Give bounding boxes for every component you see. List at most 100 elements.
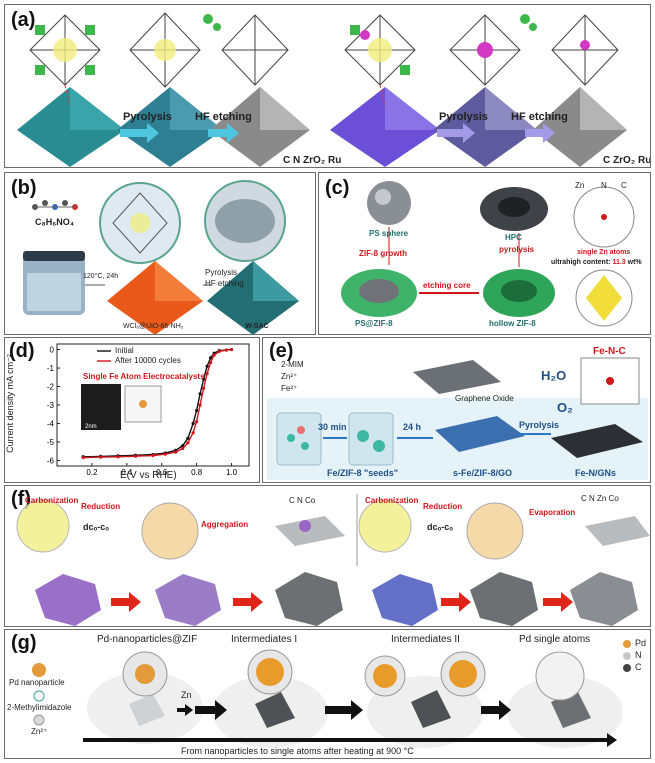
panel-a-artwork [17,12,627,167]
hpc-particle [480,187,548,231]
arrow-pyrolysis-1 [120,123,159,143]
polyhedron-gray-3 [570,572,638,626]
panel-letter-f: (f) [11,488,31,510]
chart-xlabel: E(V vs RHE) [120,470,177,481]
reduction-2: Reduction [423,502,463,511]
aggregation: Aggregation [201,520,249,529]
series-point-1 [186,436,190,440]
zoom-circle-graphene-c [573,186,635,248]
fegn-label: Fe-N/GNs [575,468,617,478]
title-pd-single-atoms: Pd single atoms [519,634,591,645]
x-tick-label: 1.0 [226,468,238,477]
zif-zoom-2 [141,502,199,560]
zoom-circle-mof [99,182,181,264]
fenc-label: Fe-N-C [593,346,626,357]
series-point-2 [181,446,185,451]
panel-letter-g: (g) [11,632,37,654]
arrow-hf-2 [525,123,555,143]
content-prefix: ultrahigh content: [551,259,613,266]
linker-molecule [32,200,78,210]
panel-b: (b) C₈H₆NO₄ 120 [4,172,316,335]
legend-c-dot [623,664,631,672]
legend-g-n: N [635,650,642,660]
series-point-2 [99,455,103,459]
scale-label: 2nm [85,424,97,430]
zif-zoom-3 [358,499,412,553]
label-pd-np: Pd nanoparticle [9,678,65,687]
go-label: Graphene Oxide [455,394,514,403]
series-point-2 [133,454,138,458]
chart-ylabel: Current density mA cm⁻² [4,354,15,453]
zn-ion-icon [33,714,45,726]
pyrolysis-e-label: Pyrolysis [519,420,560,430]
series-point-2 [198,403,202,407]
label-zn2: Zn²⁺ [31,727,48,736]
ps-sphere [367,181,411,225]
arrow-f-1 [111,592,141,612]
zoom-circle-zif [575,269,633,327]
arrow-label-hf-1: HF etching [195,111,252,123]
arrow-g-3 [481,700,511,720]
dcoco-1: dᴄₒ-ᴄₒ [83,522,109,532]
legend-initial: Initial [115,346,134,355]
graphene-sheet-2 [585,516,650,546]
legend-pd-dot [623,640,631,648]
polyhedron-purple-2 [155,574,221,626]
hpc-label: HPC [505,233,522,242]
framework-sketch-5 [449,14,537,86]
legend-a-left: C N ZrO₂ Ru [283,155,342,166]
teal-octahedron-pyrolyzed [117,87,223,167]
ps-zif8-ring [341,269,417,317]
y-tick-label: -4 [47,419,55,428]
time-24h: 24 h [403,422,422,432]
series-point-2 [81,456,85,460]
orange-octahedron [107,261,203,334]
evaporation: Evaporation [529,508,576,517]
mof-label: WCl₆@UiO-66-NH₂ [123,323,184,330]
series-point-1 [202,377,206,381]
series-point-2 [202,386,206,390]
panel-b-artwork [23,180,299,334]
legend-zn: Zn²⁺ [281,372,298,381]
series-point-2 [186,441,190,445]
arrow-label-pyrolysis-2: Pyrolysis [439,111,488,123]
seeds-label: Fe/ZIF-8 "seeds" [327,468,399,478]
x-tick-label: 0.6 [156,468,168,477]
arrow-label-pyrolysis-1: Pyrolysis [123,111,172,123]
etch-label: etching core [423,281,471,290]
y-tick-label: -6 [47,456,55,465]
legend-a-right: C ZrO₂ Ru [603,155,651,166]
arrow-pyrolysis-2 [437,123,475,143]
step-pyrolysis: Pyrolysis [205,268,238,277]
legend-2mim: 2-MIM [281,360,304,369]
y-tick-label: -3 [47,401,55,410]
x-tick-label: 0.4 [121,468,133,477]
content-label: ultrahigh content: 11.3 wt% [551,259,642,266]
legend-f-2: C N Zn Co [581,494,619,503]
panel-c: (c) Zn N C PS sphere ZIF-8 growth HPC py… [318,172,651,335]
carbonization-2: Carbonization [365,496,419,505]
zif-zoom-4 [466,502,524,560]
framework-sketch-3 [221,14,289,86]
ps-label: PS sphere [369,229,409,238]
zif-zoom-1 [16,499,70,553]
content-value: 11.3 [612,259,626,266]
framework-sketch-2 [129,12,221,88]
cube-3 [507,651,623,748]
arrow-g-1 [195,700,227,720]
panel-a: (a) [4,4,651,168]
condition-label: 120°C, 24h [83,273,119,280]
inset-title: Single Fe Atom Electrocatalysts [83,372,205,381]
series-point-2 [174,450,178,454]
y-tick-label: -2 [47,383,55,392]
series-point-1 [191,421,195,426]
series-point-2 [229,347,234,352]
hollow-zif8 [483,269,555,317]
panel-g: (g) Pd-nanoparticles@ZIF Intermediates I… [4,629,651,759]
y-tick-label: -1 [47,364,55,373]
polyhedron-gray-2 [470,572,538,626]
title-pd-np-zif: Pd-nanoparticles@ZIF [97,634,198,645]
panel-letter-b: (b) [11,177,37,199]
single-zn-label: single Zn atoms [577,249,631,256]
